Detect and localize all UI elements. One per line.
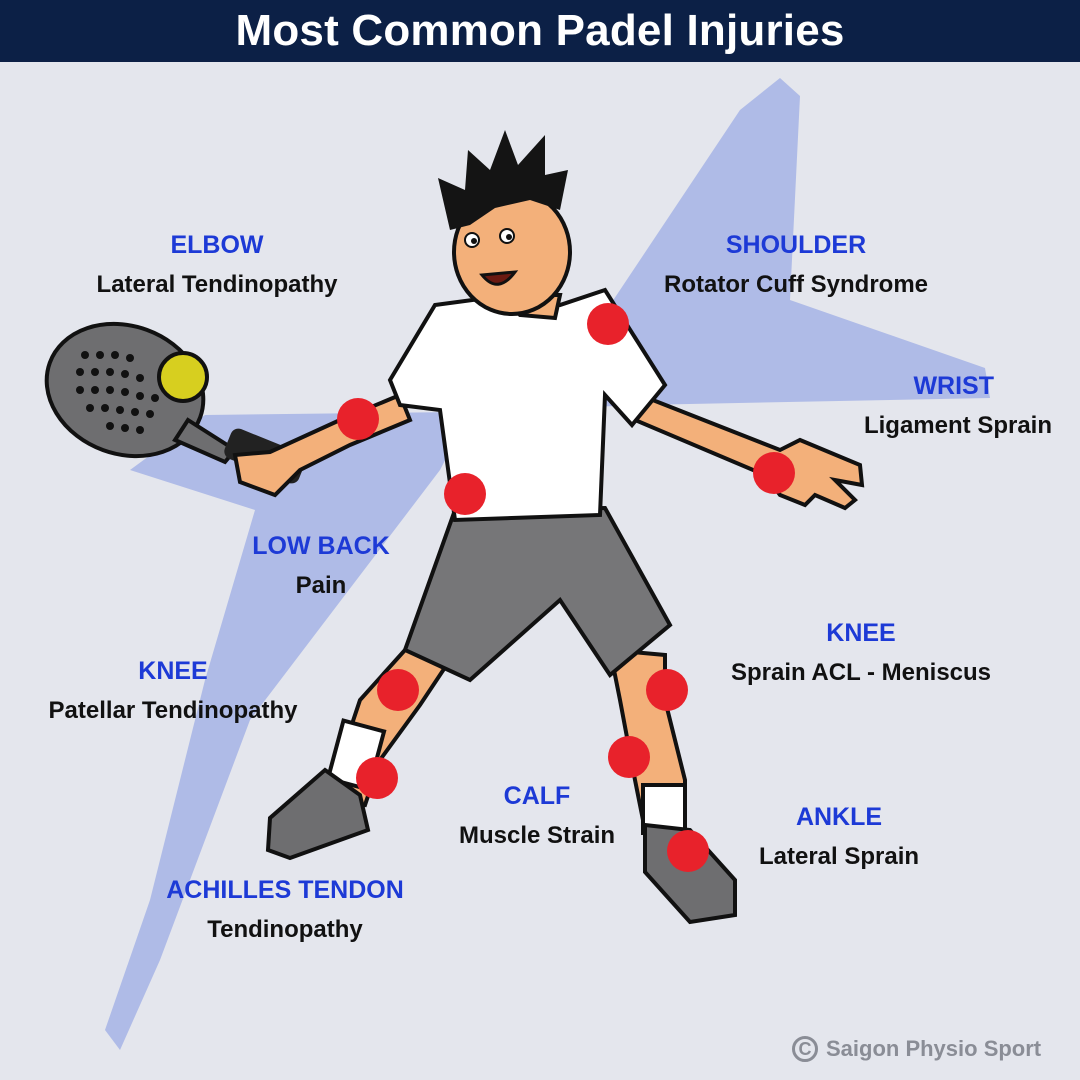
copyright-icon: C (792, 1036, 818, 1062)
injury-markers (337, 303, 795, 872)
label-wrist: WRIST Ligament Sprain (864, 371, 1052, 441)
label-elbow: ELBOW Lateral Tendinopathy (97, 230, 338, 300)
label-shoulder: SHOULDER Rotator Cuff Syndrome (664, 230, 928, 300)
condition-knee-left: Patellar Tendinopathy (48, 697, 298, 724)
shirt (387, 287, 668, 523)
left-shoe-icon (265, 767, 371, 861)
condition-calf: Muscle Strain (458, 822, 616, 849)
region-knee-right: KNEE (826, 619, 896, 647)
condition-ankle: Lateral Sprain (758, 843, 920, 870)
label-knee-left: KNEE Patellar Tendinopathy (49, 656, 298, 726)
condition-wrist: Ligament Sprain (863, 412, 1052, 439)
marker-wrist (753, 452, 795, 494)
condition-low-back: Pain (295, 572, 347, 599)
label-ankle: ANKLE Lateral Sprain (759, 802, 919, 872)
copyright-text: Saigon Physio Sport (826, 1036, 1042, 1061)
page-title: Most Common Padel Injuries (0, 0, 1080, 62)
marker-achilles (356, 757, 398, 799)
region-ankle: ANKLE (795, 803, 883, 831)
region-low-back: LOW BACK (252, 532, 390, 560)
region-calf: CALF (503, 782, 571, 810)
marker-calf (608, 736, 650, 778)
marker-low-back (444, 473, 486, 515)
marker-knee-left (377, 669, 419, 711)
shorts (402, 505, 673, 683)
marker-elbow (337, 398, 379, 440)
marker-shoulder (587, 303, 629, 345)
player-illustration (44, 78, 990, 1050)
label-calf: CALF Muscle Strain (459, 781, 615, 851)
region-elbow: ELBOW (170, 231, 264, 259)
marker-ankle (667, 830, 709, 872)
condition-achilles-tendon: Tendinopathy (207, 916, 363, 943)
hair (438, 130, 568, 230)
region-knee-left: KNEE (138, 657, 208, 685)
ball-icon (157, 351, 209, 403)
condition-knee-right: Sprain ACL - Meniscus (730, 659, 992, 686)
label-low-back: LOW BACK Pain (252, 531, 389, 601)
condition-elbow: Lateral Tendinopathy (96, 271, 338, 298)
condition-shoulder: Rotator Cuff Syndrome (664, 271, 928, 298)
label-achilles-tendon: ACHILLES TENDON Tendinopathy (166, 875, 404, 945)
copyright-notice: C Saigon Physio Sport (792, 1030, 1041, 1068)
right-arm (632, 392, 865, 511)
region-achilles-tendon: ACHILLES TENDON (166, 876, 404, 904)
marker-knee-right (646, 669, 688, 711)
label-knee-right: KNEE Sprain ACL - Meniscus (731, 618, 991, 688)
region-shoulder: SHOULDER (725, 231, 867, 259)
region-wrist: WRIST (913, 372, 994, 400)
lightning-accent (105, 78, 990, 1050)
